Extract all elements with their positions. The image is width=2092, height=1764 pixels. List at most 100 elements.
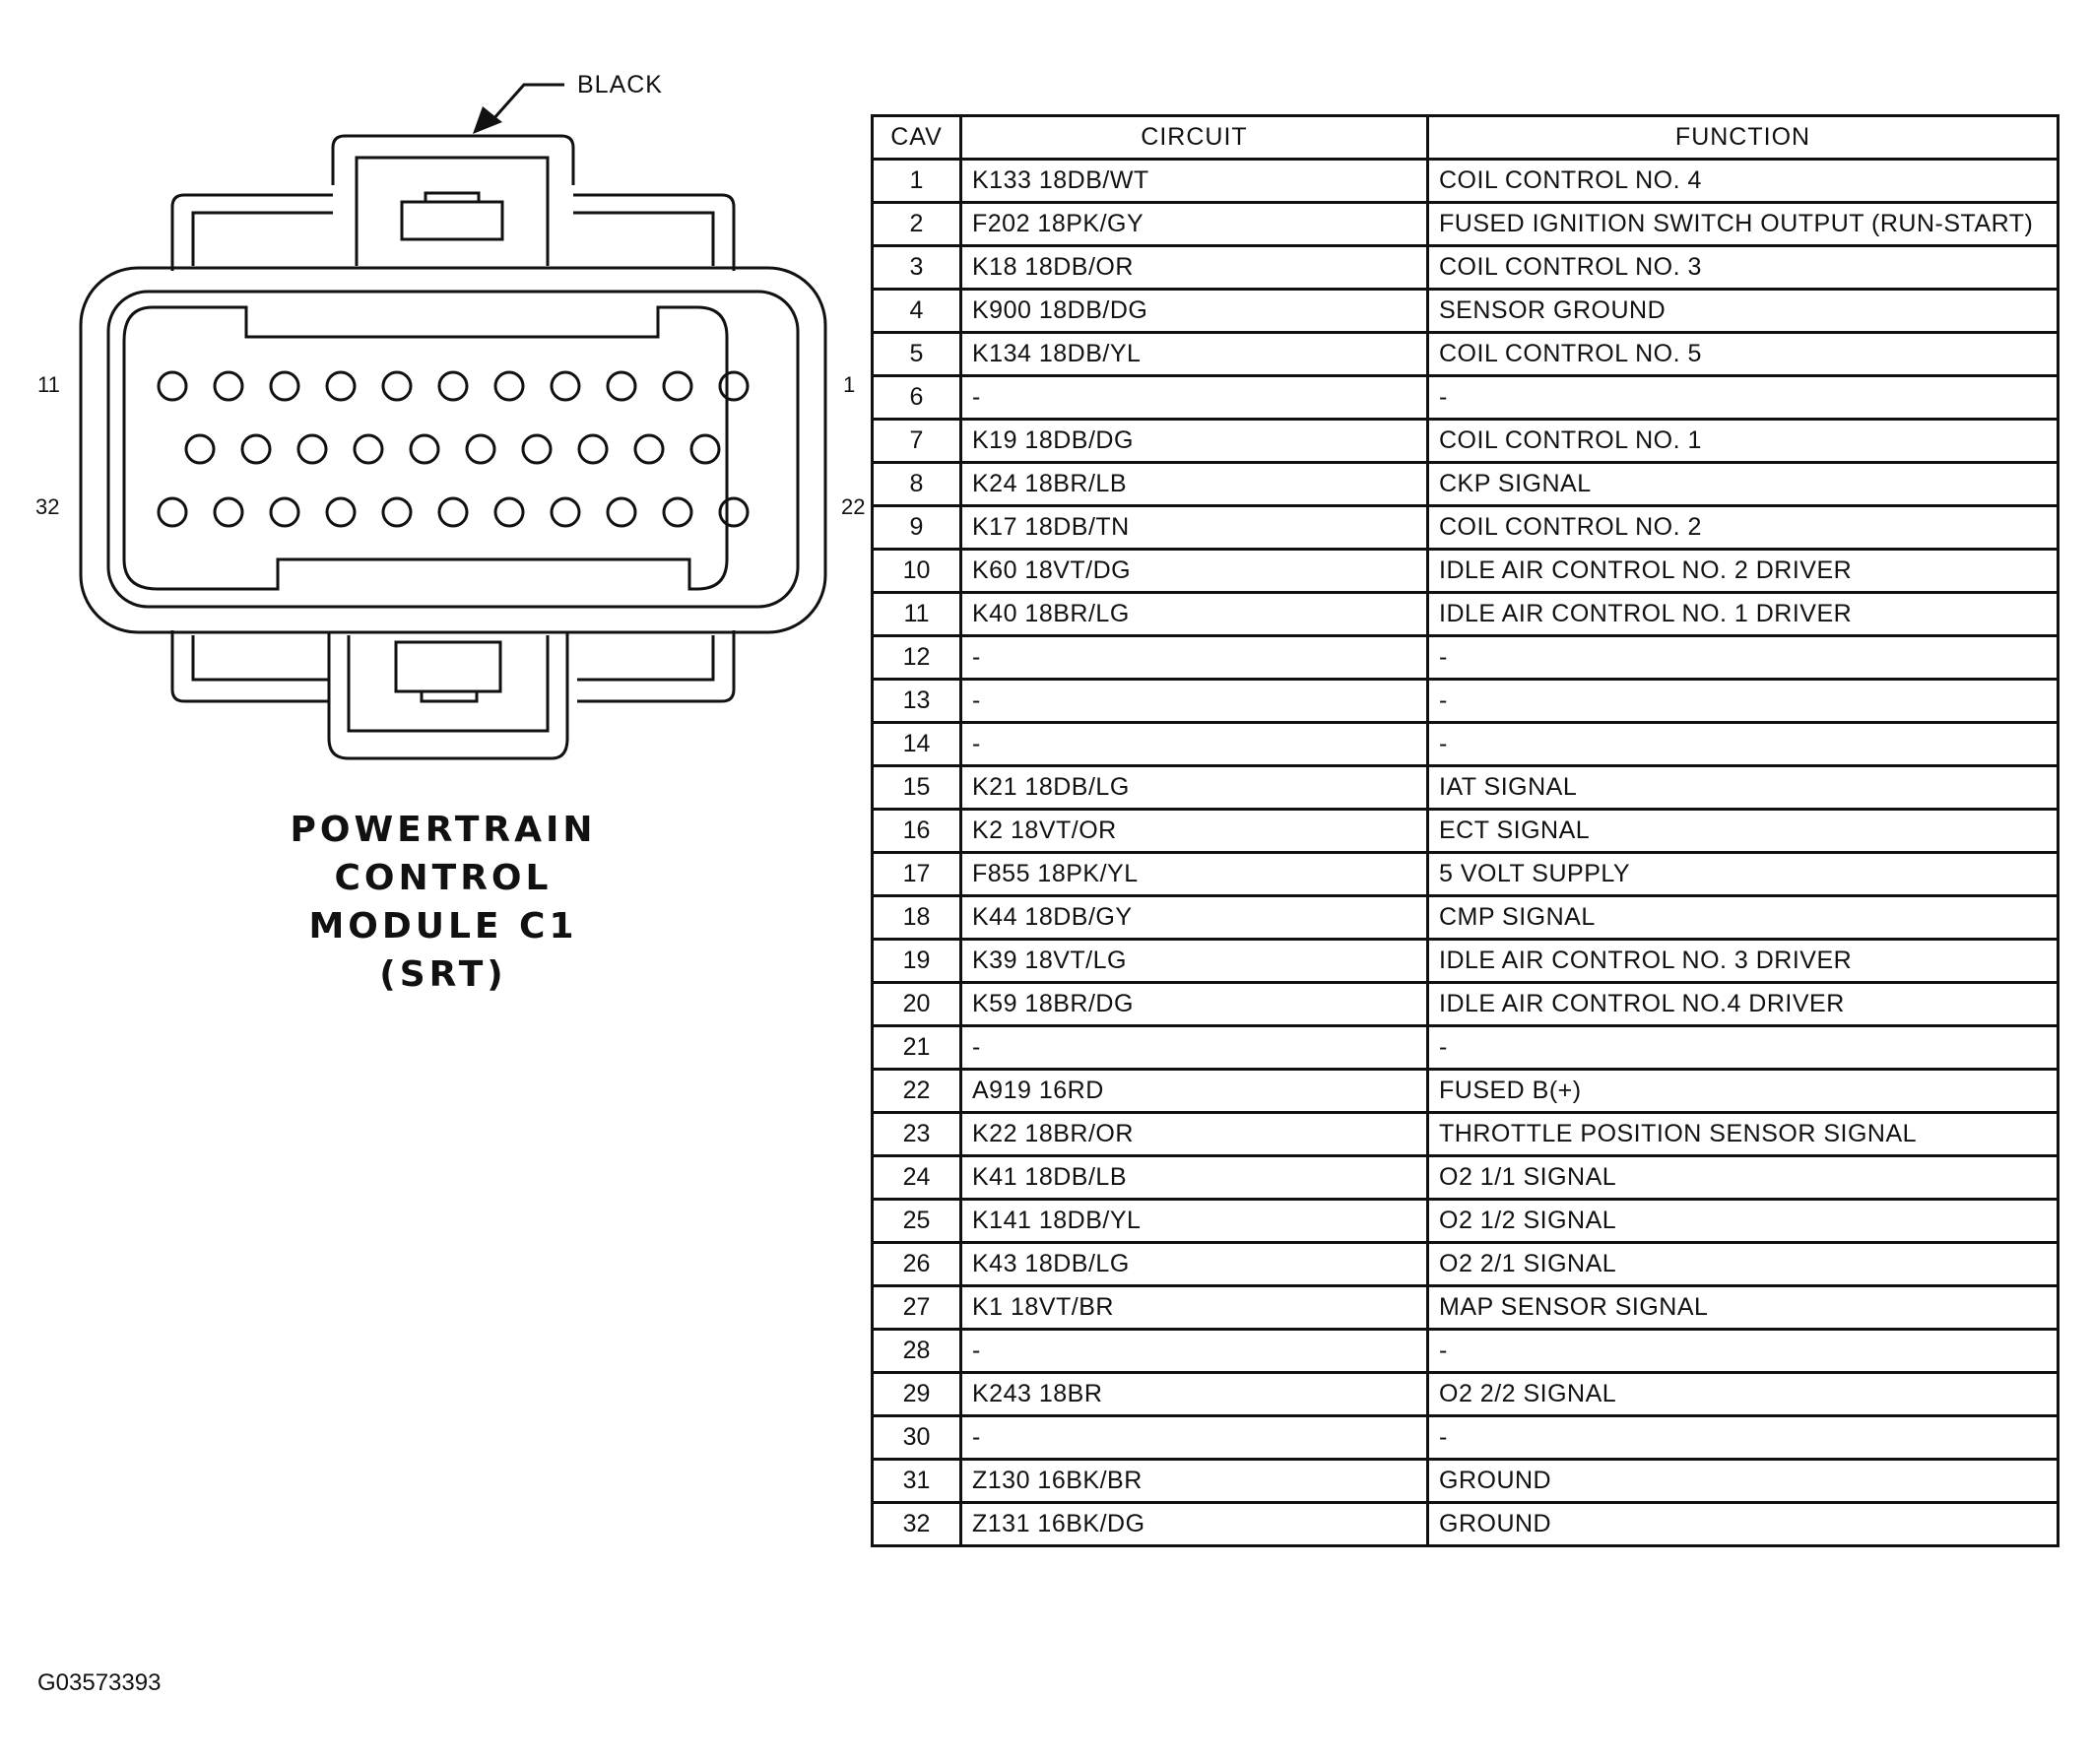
cell-function: COIL CONTROL NO. 2: [1426, 504, 2059, 551]
cell-circuit: Z130 16BK/BR: [959, 1458, 1429, 1504]
connector-cavity: [718, 496, 750, 528]
cell-cav: 18: [871, 894, 962, 941]
table-row: 13--: [871, 678, 2059, 724]
cell-cav: 25: [871, 1198, 962, 1244]
cell-function: COIL CONTROL NO. 3: [1426, 244, 2059, 291]
connector-top-shoulder-inner: [191, 211, 715, 266]
connector-cavity: [381, 496, 413, 528]
connector-bottom-latch-inner: [347, 635, 550, 733]
connector-cavity: [269, 370, 300, 402]
cell-circuit: K19 18DB/DG: [959, 418, 1429, 464]
cell-function: MAP SENSOR SIGNAL: [1426, 1284, 2059, 1331]
connector-top-shoulder: [170, 193, 736, 271]
cell-cav: 21: [871, 1024, 962, 1071]
cell-circuit: -: [959, 1414, 1429, 1461]
connector-cavity: [437, 370, 469, 402]
cell-function: COIL CONTROL NO. 1: [1426, 418, 2059, 464]
connector-title-line: POWERTRAIN: [290, 810, 597, 850]
cell-cav: 26: [871, 1241, 962, 1287]
image-id: G03573393: [37, 1669, 162, 1696]
pin-label-11: 11: [37, 372, 60, 397]
cell-circuit: K43 18DB/LG: [959, 1241, 1429, 1287]
cell-function: ECT SIGNAL: [1426, 808, 2059, 854]
cell-cav: 27: [871, 1284, 962, 1331]
connector-top-latch-inner: [355, 156, 550, 266]
cell-function: -: [1426, 374, 2059, 421]
connector-title-line: (SRT): [379, 954, 507, 995]
cell-cav: 17: [871, 851, 962, 897]
cell-function: -: [1426, 634, 2059, 681]
cell-function: IDLE AIR CONTROL NO.4 DRIVER: [1426, 981, 2059, 1027]
connector-cavity-face: [122, 305, 729, 591]
cell-circuit: K39 18VT/LG: [959, 938, 1429, 984]
cell-circuit: K60 18VT/DG: [959, 548, 1429, 594]
cell-cav: 14: [871, 721, 962, 767]
cell-circuit: K59 18BR/DG: [959, 981, 1429, 1027]
connector-cavity: [493, 370, 525, 402]
cell-function: O2 2/1 SIGNAL: [1426, 1241, 2059, 1287]
header-circuit: CIRCUIT: [959, 114, 1429, 161]
connector-housing-outer: [79, 266, 827, 634]
table-row: 30--: [871, 1414, 2059, 1461]
cell-circuit: K21 18DB/LG: [959, 764, 1429, 811]
cell-cav: 6: [871, 374, 962, 421]
connector-cavity: [325, 370, 357, 402]
connector-cavity: [465, 433, 496, 465]
cell-function: -: [1426, 678, 2059, 724]
cell-cav: 31: [871, 1458, 962, 1504]
cell-function: GROUND: [1426, 1501, 2059, 1547]
color-pointer-arrowhead: [473, 106, 502, 134]
cell-circuit: F202 18PK/GY: [959, 201, 1429, 247]
cell-cav: 19: [871, 938, 962, 984]
cell-function: CKP SIGNAL: [1426, 461, 2059, 507]
cell-circuit: K41 18DB/LB: [959, 1154, 1429, 1201]
cell-cav: 8: [871, 461, 962, 507]
connector-bottom-latch: [327, 632, 569, 760]
cell-function: FUSED B(+): [1426, 1068, 2059, 1114]
cell-cav: 3: [871, 244, 962, 291]
connector-title-line: MODULE C1: [308, 906, 578, 947]
cell-cav: 13: [871, 678, 962, 724]
cell-function: IDLE AIR CONTROL NO. 3 DRIVER: [1426, 938, 2059, 984]
pin-label-1: 1: [843, 372, 855, 397]
cell-circuit: -: [959, 1024, 1429, 1071]
connector-cavity: [157, 370, 188, 402]
cell-function: -: [1426, 1414, 2059, 1461]
cell-cav: 23: [871, 1111, 962, 1157]
cell-circuit: -: [959, 721, 1429, 767]
cell-function: SENSOR GROUND: [1426, 288, 2059, 334]
table-row: 12--: [871, 634, 2059, 681]
connector-cavity: [381, 370, 413, 402]
cell-function: O2 2/2 SIGNAL: [1426, 1371, 2059, 1417]
connector-cavity: [409, 433, 440, 465]
connector-cavity: [606, 496, 637, 528]
header-cav: CAV: [871, 114, 962, 161]
cell-circuit: K133 18DB/WT: [959, 158, 1429, 204]
pin-label-32: 32: [35, 494, 59, 519]
cell-circuit: K243 18BR: [959, 1371, 1429, 1417]
cell-cav: 15: [871, 764, 962, 811]
cell-circuit: A919 16RD: [959, 1068, 1429, 1114]
connector-top-latch: [331, 134, 575, 185]
cell-function: IDLE AIR CONTROL NO. 1 DRIVER: [1426, 591, 2059, 637]
connector-cavity: [437, 496, 469, 528]
cell-circuit: K134 18DB/YL: [959, 331, 1429, 377]
cell-cav: 20: [871, 981, 962, 1027]
connector-title: POWERTRAIN CONTROL MODULE C1 (SRT): [246, 806, 640, 999]
connector-diagram: BLACK 11 1 32 22: [35, 71, 865, 760]
